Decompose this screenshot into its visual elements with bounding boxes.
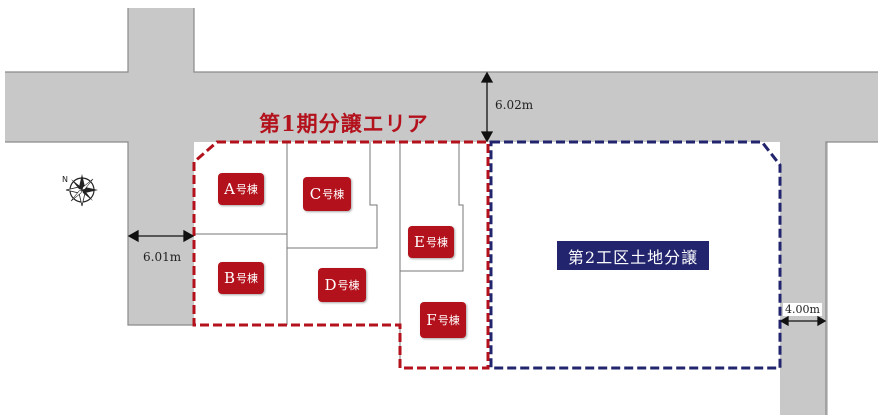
- lot-suffix: 号棟: [337, 279, 360, 292]
- phase1-boundary: [192, 140, 490, 370]
- lot-letter: B: [223, 269, 236, 287]
- svg-text:N: N: [62, 175, 68, 184]
- lot-suffix: 号棟: [322, 188, 345, 201]
- lot-letter: E: [414, 233, 425, 251]
- dimension-road-left: 6.01m: [143, 250, 182, 264]
- roads: [5, 8, 878, 415]
- road-left-south: [128, 140, 194, 325]
- phase2-boundary: [489, 140, 782, 370]
- lot-letter: D: [324, 276, 337, 294]
- phase1-area: [194, 142, 486, 368]
- lot-letter: C: [309, 185, 322, 203]
- road-main-horizontal: [5, 72, 878, 142]
- road-right: [780, 140, 828, 415]
- lot-suffix: 号棟: [437, 314, 460, 327]
- dimension-arrows: [127, 71, 827, 327]
- dimension-road-top: 6.02m: [495, 98, 534, 112]
- lot-letter: F: [426, 311, 437, 329]
- phase2-label[interactable]: 第2工区土地分譲: [557, 241, 709, 270]
- phase1-title: 第1期分譲エリア: [259, 111, 429, 136]
- lot-suffix: 号棟: [236, 272, 259, 285]
- dimension-road-right: 4.00m: [783, 303, 822, 316]
- lot-letter: A: [224, 180, 235, 198]
- lot-divisions: [194, 142, 464, 368]
- lot-suffix: 号棟: [235, 183, 258, 196]
- compass-rose-icon: N: [62, 174, 98, 207]
- road-left-north: [128, 8, 194, 74]
- lot-suffix: 号棟: [425, 236, 448, 249]
